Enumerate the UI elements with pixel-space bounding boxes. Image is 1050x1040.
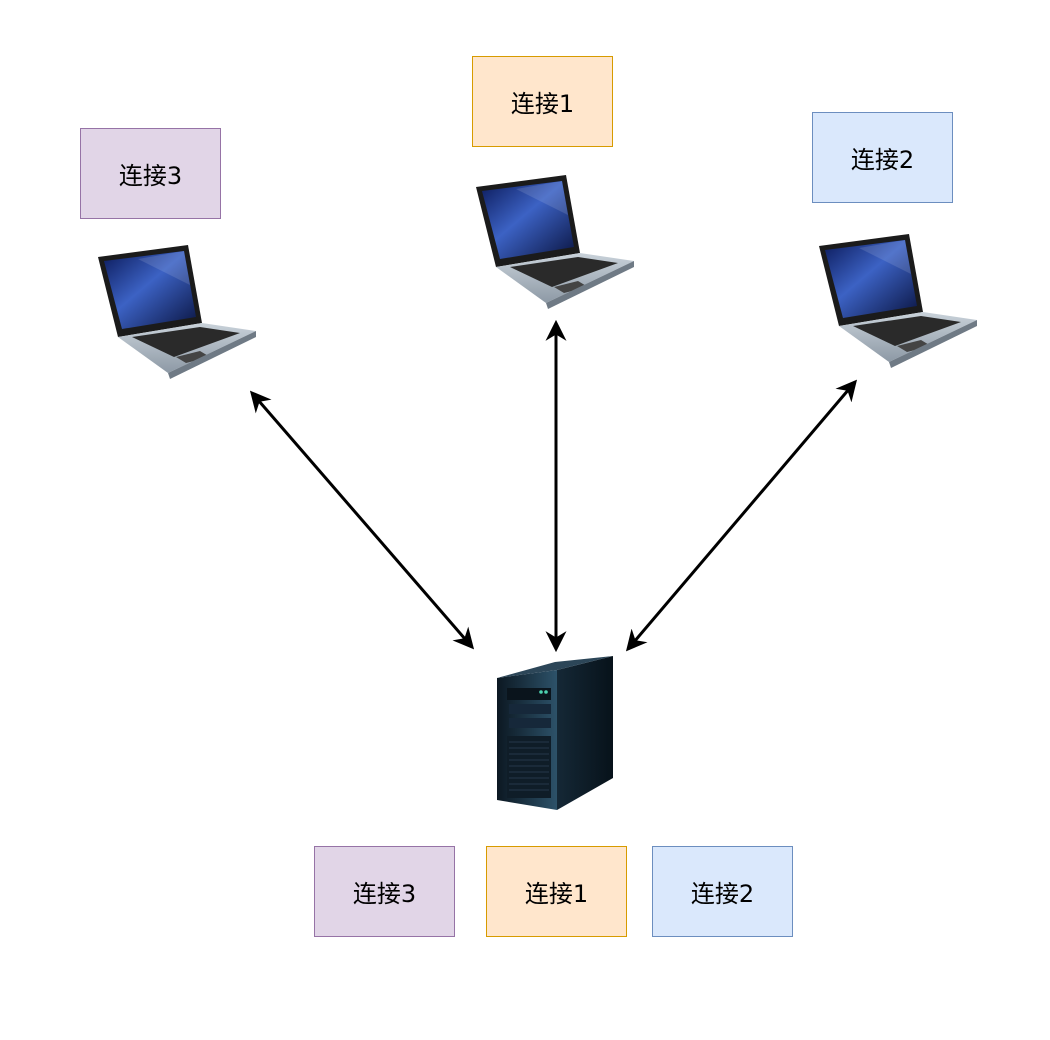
connection-label-text: 连接3 — [352, 880, 417, 908]
server-connection-3-label: 连接3 — [314, 846, 455, 937]
laptop-icon — [98, 245, 256, 379]
server-tower-icon — [497, 656, 613, 810]
connection-label-text: 连接1 — [510, 90, 575, 118]
server-connection-1-label: 连接1 — [486, 846, 627, 937]
connection-label-text: 连接2 — [850, 146, 915, 174]
client-1-connection-label: 连接1 — [472, 56, 613, 147]
laptop-icon — [476, 175, 634, 309]
connection-label-text: 连接3 — [118, 162, 183, 190]
server-connection-2-label: 连接2 — [652, 846, 793, 937]
edge-server-client-3 — [249, 390, 475, 650]
laptop-icon — [819, 234, 977, 368]
connection-label-text: 连接1 — [524, 880, 589, 908]
edge-server-client-2 — [625, 379, 858, 652]
client-3-connection-label: 连接3 — [80, 128, 221, 219]
client-2-connection-label: 连接2 — [812, 112, 953, 203]
connection-label-text: 连接2 — [690, 880, 755, 908]
